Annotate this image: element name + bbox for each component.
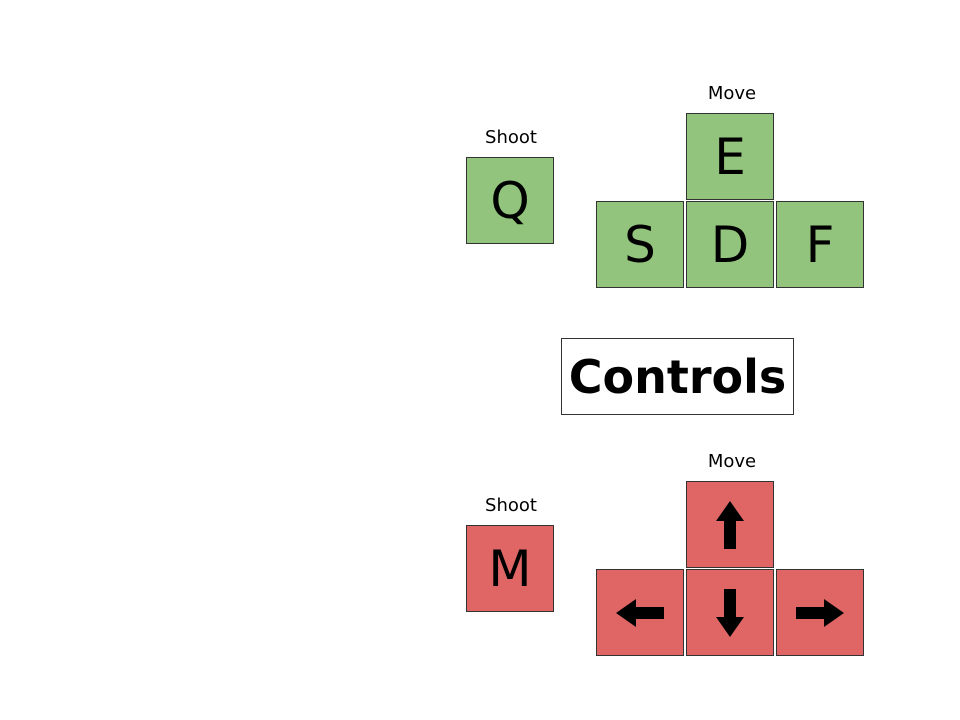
- p1-shoot-key: Q: [466, 157, 554, 244]
- controls-title-text: Controls: [568, 349, 787, 404]
- arrow-down-icon: [716, 588, 744, 637]
- p2-move-down-key: [686, 569, 774, 656]
- arrow-right-icon: [796, 598, 844, 627]
- p1-shoot-label: Shoot: [485, 127, 537, 148]
- p2-shoot-label: Shoot: [485, 495, 537, 516]
- p2-move-up-key: [686, 481, 774, 568]
- controls-title: Controls: [561, 338, 794, 415]
- p2-shoot-key: M: [466, 525, 554, 612]
- p2-move-right-key: [776, 569, 864, 656]
- p2-move-label: Move: [707, 451, 757, 472]
- p1-move-left-key: S: [596, 201, 684, 288]
- arrow-up-icon: [716, 500, 744, 549]
- arrow-left-icon: [616, 598, 664, 627]
- p1-move-label: Move: [707, 83, 757, 104]
- p2-move-left-key: [596, 569, 684, 656]
- p1-move-right-key: F: [776, 201, 864, 288]
- p1-move-up-key: E: [686, 113, 774, 200]
- p1-move-down-key: D: [686, 201, 774, 288]
